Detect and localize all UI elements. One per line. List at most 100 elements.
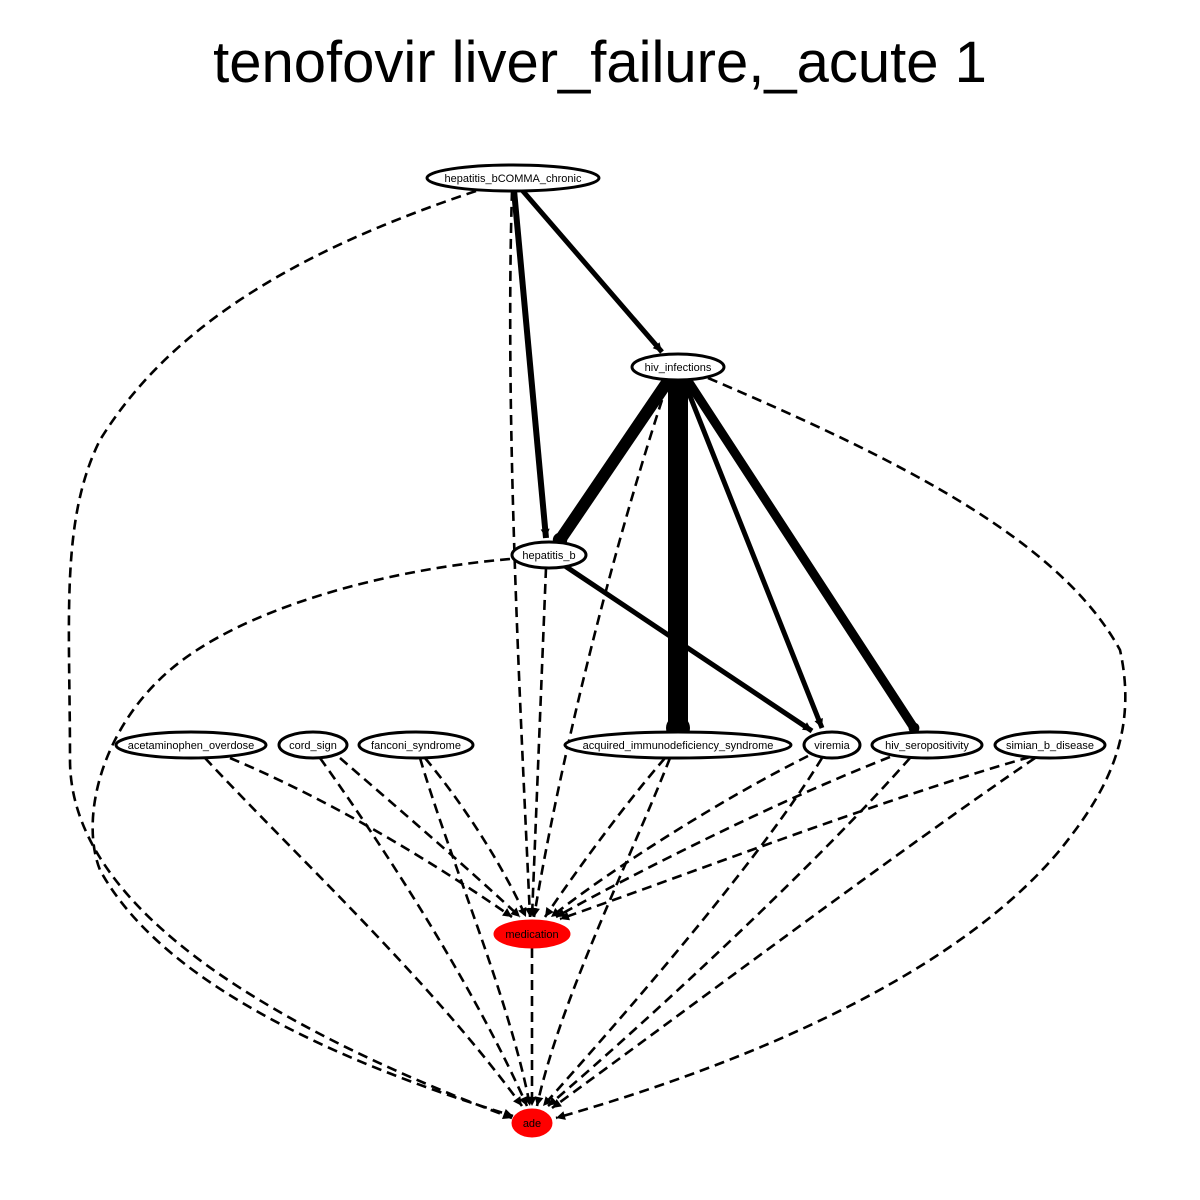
node-fanconi_syndrome[interactable]: fanconi_syndrome (357, 730, 475, 760)
edge-hiv_infections-to-ade (555, 376, 1127, 1120)
edge-line (229, 756, 513, 919)
edge-line (543, 757, 666, 918)
edge-medication-to-ade (527, 948, 537, 1106)
edge-line (550, 754, 809, 919)
arrow-head (814, 717, 823, 728)
edge-line (532, 399, 664, 918)
arrow-head (502, 908, 512, 917)
edge-line (318, 757, 529, 1107)
edge-hepatitis_b-to-medication (527, 567, 548, 918)
arrow-head (552, 1099, 562, 1108)
edge-line (511, 189, 549, 539)
edge-line (547, 757, 911, 1107)
node-hiv_infections[interactable]: hiv_infections (630, 352, 726, 382)
edge-line (424, 757, 528, 918)
edge-simian_b_disease-to-ade (551, 756, 1036, 1110)
edge-hepatitis_bcomma_chronic-to-hiv_infections (520, 188, 664, 354)
edge-acetaminophen_overdose-to-medication (229, 756, 513, 919)
edge-line (551, 756, 1036, 1110)
arrow-head (556, 908, 567, 917)
arrow-head (545, 907, 554, 917)
arrow-head (543, 1096, 553, 1106)
edge-acetaminophen_overdose-to-ade (204, 757, 524, 1107)
edge-line (520, 188, 664, 354)
edge-line (555, 377, 673, 544)
edge-hiv_infections-to-acquired_immunodeficiency_syndrome (666, 381, 690, 740)
edge-hiv_seropositivity-to-medication (555, 755, 891, 919)
node-label: hepatitis_bCOMMA_chronic (445, 173, 582, 185)
edge-acquired_immunodeficiency_syndrome-to-ade (534, 757, 672, 1107)
edge-hiv_infections-to-hepatitis_b (552, 377, 673, 548)
node-hepatitis_bcomma_chronic[interactable]: hepatitis_bCOMMA_chronic (425, 163, 601, 193)
edge-line (508, 190, 532, 918)
arrow-head (527, 907, 537, 917)
edge-line (535, 757, 672, 1107)
node-ade[interactable]: ade (511, 1108, 553, 1138)
nodes-layer: hepatitis_bCOMMA_chronic hiv_infectionshe… (114, 163, 1107, 1138)
edge-line (681, 380, 825, 729)
node-acetaminophen_overdose[interactable]: acetaminophen_overdose (114, 730, 268, 760)
edge-line (91, 557, 514, 1118)
arrow-head (534, 1096, 544, 1106)
node-hepatitis_b[interactable]: hepatitis_b (510, 540, 588, 570)
node-label: fanconi_syndrome (371, 740, 461, 752)
edge-hiv_infections-to-viremia (681, 380, 825, 729)
node-shape (511, 1108, 553, 1138)
edge-line (684, 378, 918, 731)
arrow-head (513, 1096, 522, 1106)
node-acquired_immunodeficiency_syndrome[interactable]: acquired_immunodeficiency_syndrome (563, 730, 793, 760)
edge-line (563, 563, 814, 734)
node-label: viremia (814, 740, 850, 752)
diagram-title: tenofovir liver_failure,_acute 1 (213, 30, 987, 95)
node-hiv_seropositivity[interactable]: hiv_seropositivity (870, 730, 984, 760)
edge-line (559, 755, 1031, 921)
node-shape (802, 730, 862, 760)
arrow-head (518, 906, 527, 917)
edge-hiv_infections-to-hiv_seropositivity (684, 378, 920, 734)
node-cord_sign[interactable]: cord_sign (277, 730, 349, 760)
edge-cord_sign-to-medication (339, 757, 521, 918)
node-shape (114, 730, 268, 760)
node-label: hiv_infections (645, 362, 712, 374)
edge-line (542, 757, 824, 1107)
edge-line (555, 755, 891, 919)
arrow-head (556, 1111, 566, 1120)
arrow-head (527, 1097, 537, 1106)
edges-layer (67, 188, 1127, 1120)
edge-simian_b_disease-to-medication (559, 755, 1031, 921)
node-label: simian_b_disease (1006, 740, 1094, 752)
node-shape (493, 919, 571, 949)
node-label: hiv_seropositivity (885, 740, 969, 752)
edge-line (555, 376, 1127, 1120)
node-simian_b_disease[interactable]: simian_b_disease (993, 730, 1107, 760)
arrow-head (510, 907, 520, 917)
node-label: cord_sign (289, 740, 337, 752)
node-shape (563, 730, 793, 760)
node-label: acquired_immunodeficiency_syndrome (583, 740, 774, 752)
arrow-head (652, 342, 662, 352)
node-medication[interactable]: medication (493, 919, 571, 949)
edge-viremia-to-medication (550, 754, 809, 919)
arrow-head (802, 722, 812, 731)
edge-line (530, 567, 548, 918)
node-shape (630, 352, 726, 382)
node-label: medication (505, 929, 558, 941)
node-shape (357, 730, 475, 760)
edge-hepatitis_b-to-ade (91, 557, 514, 1118)
node-shape (870, 730, 984, 760)
node-label: hepatitis_b (522, 550, 575, 562)
edge-line (418, 757, 532, 1107)
edge-line (204, 757, 524, 1107)
arrow-head (908, 722, 920, 734)
node-viremia[interactable]: viremia (802, 730, 862, 760)
edge-acquired_immunodeficiency_syndrome-to-medication (543, 757, 666, 918)
node-shape (425, 163, 601, 193)
edge-line (67, 189, 513, 1120)
edge-fanconi_syndrome-to-medication (424, 757, 528, 918)
arrow-head (503, 1109, 513, 1118)
node-shape (510, 540, 588, 570)
arrow-head (560, 911, 570, 921)
edge-line (339, 757, 521, 918)
node-shape (993, 730, 1107, 760)
